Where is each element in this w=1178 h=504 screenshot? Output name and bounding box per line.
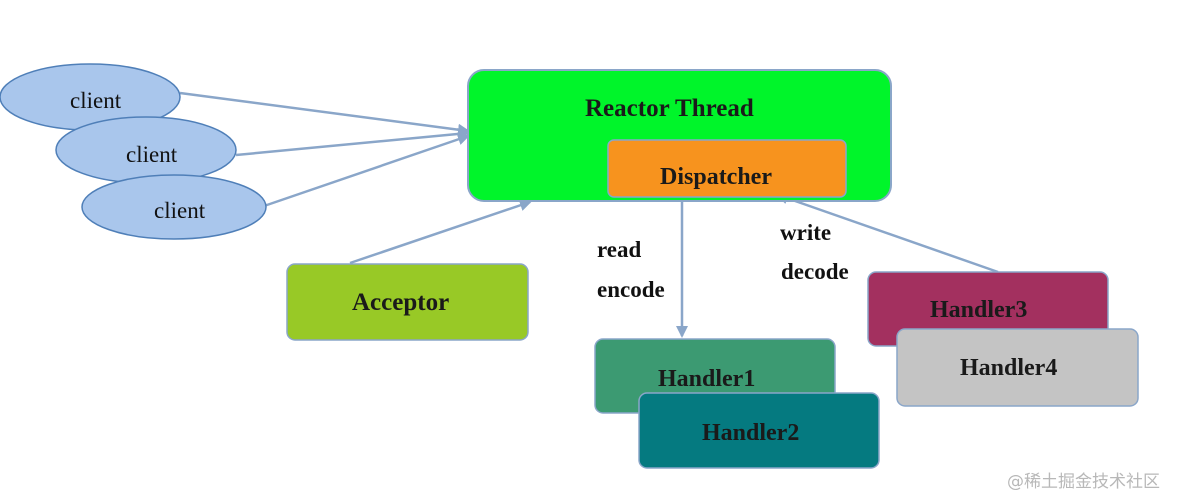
acceptor-label: Acceptor [352, 289, 449, 316]
read-label: read [597, 237, 642, 262]
handler3-to-dispatcher-arrow [776, 192, 999, 274]
client1-to-reactor-arrow [179, 91, 470, 136]
handler3-label: Handler3 [930, 297, 1027, 323]
handler2-node: Handler2 [638, 392, 880, 469]
watermark: @稀土掘金技术社区 [1007, 472, 1160, 492]
handler3-node: Handler3 [867, 271, 1109, 347]
write-label: write [780, 220, 831, 245]
acceptor-node: Acceptor [286, 263, 529, 341]
client-label: client [126, 142, 178, 167]
acceptor-to-reactor-arrow [349, 199, 532, 265]
handler2-label: Handler2 [702, 420, 799, 446]
client-label: client [70, 88, 122, 113]
client-label: client [154, 198, 206, 223]
handler4-node: Handler4 [896, 328, 1139, 407]
client-node-3: client [81, 174, 267, 240]
decode-label: decode [781, 259, 849, 284]
encode-label: encode [597, 277, 665, 302]
dispatcher-label: Dispatcher [660, 164, 772, 190]
arrows [179, 91, 999, 338]
client3-to-reactor-arrow [263, 133, 470, 208]
client2-to-reactor-arrow [235, 127, 470, 157]
handler4-label: Handler4 [960, 355, 1057, 381]
dispatcher-node: Dispatcher [607, 139, 847, 198]
reactor-thread-title: Reactor Thread [585, 95, 754, 122]
handler1-label: Handler1 [658, 366, 755, 392]
client-node-2: client [55, 116, 237, 184]
